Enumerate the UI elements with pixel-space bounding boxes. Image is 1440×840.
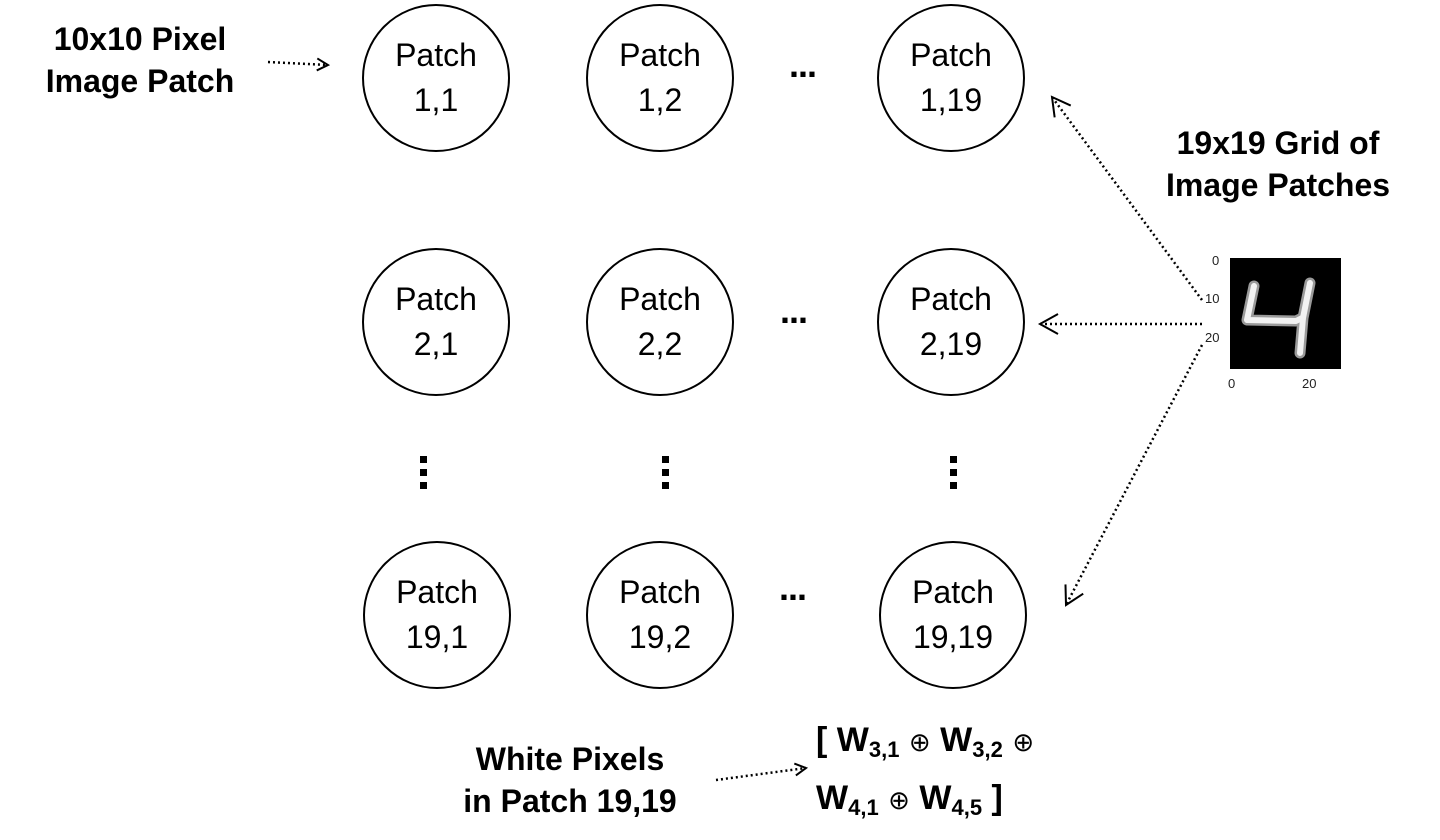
row-19-ellipsis: ... — [779, 567, 807, 608]
white-pixels-label-line2: in Patch 19,19 — [463, 783, 677, 819]
white-pixels-label-line1: White Pixels — [475, 741, 665, 777]
xor-operator: ⊕ — [888, 785, 910, 815]
patch-index: 2,2 — [637, 326, 683, 362]
patch-word: Patch — [910, 37, 992, 73]
patch-word: Patch — [619, 281, 701, 317]
patch-19-2: Patch 19,2 — [586, 541, 734, 689]
patch-word: Patch — [395, 281, 477, 317]
patch-2-2: Patch 2,2 — [586, 248, 734, 396]
y-tick-10: 10 — [1205, 291, 1220, 306]
formula-term: W4,5 — [919, 779, 983, 820]
patch-index: 2,1 — [413, 326, 459, 362]
digit-four-glyph — [1241, 277, 1316, 359]
xor-operator: ⊕ — [1012, 727, 1035, 757]
patch-word: Patch — [619, 37, 701, 73]
formula-term: W3,1 — [836, 721, 900, 762]
patch-1-2: Patch 1,2 — [586, 4, 734, 152]
x-tick-20: 20 — [1302, 376, 1317, 391]
digit-image — [1230, 258, 1341, 369]
formula-close-bracket: ] — [991, 779, 1003, 817]
pixel-patch-label-line1: 10x10 Pixel — [53, 21, 227, 57]
y-tick-20: 20 — [1205, 330, 1220, 345]
patch-index: 19,1 — [405, 619, 469, 655]
patch-19-1: Patch 19,1 — [363, 541, 511, 689]
formula-open-bracket: [ — [816, 721, 828, 759]
grid-label-line2: Image Patches — [1165, 167, 1391, 203]
pixel-patch-label-line2: Image Patch — [45, 63, 235, 99]
patch-index: 1,1 — [413, 82, 459, 118]
col-19-vertical-ellipsis — [948, 456, 958, 495]
col-2-vertical-ellipsis — [660, 456, 670, 495]
formula-term: W3,2 — [940, 721, 1003, 762]
col-1-vertical-ellipsis — [418, 456, 428, 495]
grid-label: 19x19 Grid of Image Patches — [1146, 122, 1410, 206]
white-pixel-formula: [ W3,1 ⊕ W3,2 ⊕ W4,1 ⊕ W4,5 ] — [816, 716, 1034, 832]
patch-19-19: Patch 19,19 — [879, 541, 1027, 689]
patch-1-1: Patch 1,1 — [362, 4, 510, 152]
patch-word: Patch — [396, 574, 478, 610]
white-pixels-label: White Pixels in Patch 19,19 — [430, 738, 710, 822]
x-tick-0: 0 — [1228, 376, 1236, 391]
arrow-white-pixels — [715, 768, 806, 782]
pixel-patch-label: 10x10 Pixel Image Patch — [26, 18, 254, 102]
patch-2-19: Patch 2,19 — [877, 248, 1025, 396]
patch-index: 19,2 — [628, 619, 692, 655]
y-tick-0: 0 — [1212, 253, 1220, 268]
patch-index: 19,19 — [912, 619, 994, 655]
patch-word: Patch — [910, 281, 992, 317]
formula-line-1: [ W3,1 ⊕ W3,2 ⊕ — [816, 716, 1034, 774]
grid-label-line1: 19x19 Grid of — [1176, 125, 1380, 161]
patch-2-1: Patch 2,1 — [362, 248, 510, 396]
patch-index: 2,19 — [919, 326, 983, 362]
formula-term: W4,1 — [816, 779, 879, 820]
arrow-to-patch-19-19 — [1064, 344, 1204, 607]
patch-word: Patch — [395, 37, 477, 73]
patch-index: 1,19 — [919, 82, 983, 118]
patch-index: 1,2 — [637, 82, 683, 118]
patch-word: Patch — [912, 574, 994, 610]
patch-word: Patch — [619, 574, 701, 610]
arrow-pixel-patch — [267, 62, 328, 65]
formula-line-2: W4,1 ⊕ W4,5 ] — [816, 774, 1034, 832]
row-1-ellipsis: ... — [789, 44, 817, 85]
xor-operator: ⊕ — [908, 727, 931, 757]
patch-1-19: Patch 1,19 — [877, 4, 1025, 152]
row-2-ellipsis: ... — [780, 290, 808, 331]
